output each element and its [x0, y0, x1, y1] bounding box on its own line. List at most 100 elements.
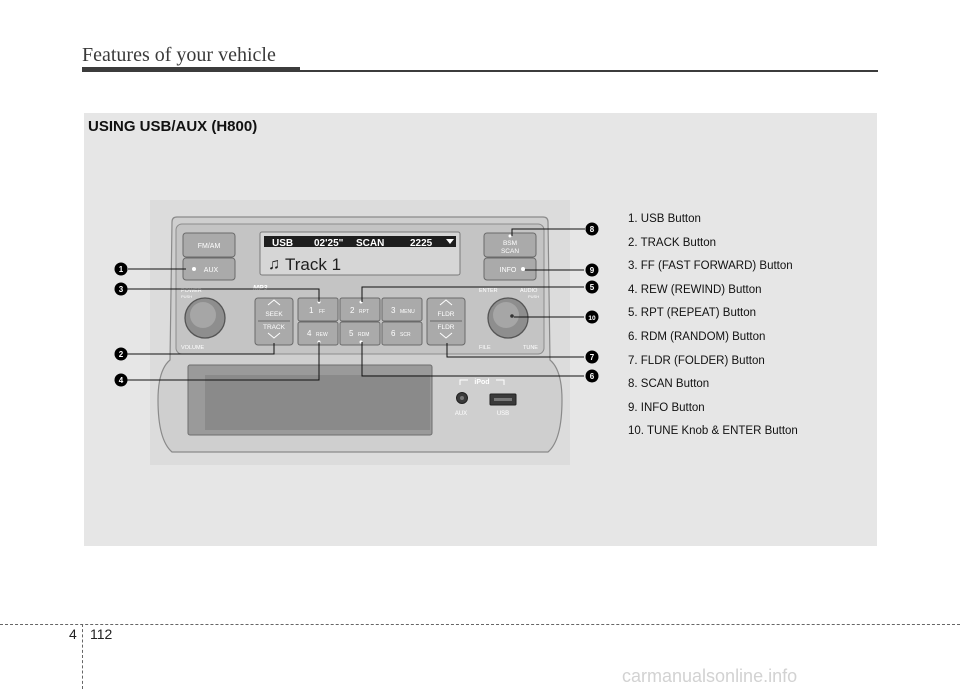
aux-indicator [192, 267, 196, 271]
preset-5-label: RDM [358, 332, 369, 338]
callout-6 [585, 369, 599, 383]
lcd-source: USB [272, 238, 293, 249]
seek-label: SEEK [265, 311, 283, 318]
preset-4-label: REW [316, 332, 328, 338]
preset-1-num: 1 [309, 306, 314, 315]
push-left-label: PUSH [181, 294, 192, 299]
scan-label: SCAN [501, 248, 519, 255]
callout-6-num: 6 [590, 372, 595, 381]
legend-item: 6. RDM (RANDOM) Button [628, 330, 766, 343]
folder-down-label: FLDR [438, 324, 455, 331]
volume-label: VOLUME [181, 345, 205, 351]
callout-5 [585, 280, 599, 294]
file-label: FILE [479, 345, 491, 351]
callout-1-num: 1 [119, 265, 124, 274]
scan-indicator [508, 234, 512, 238]
callout-5-num: 5 [590, 283, 595, 292]
seek-up-icon [267, 299, 281, 306]
button-legend-list: 1. USB Button 2. TRACK Button 3. FF (FAS… [628, 210, 798, 446]
folder-up-label: FLDR [438, 311, 455, 318]
leader-line-4 [127, 342, 320, 381]
scan-button[interactable] [483, 232, 537, 258]
preset-6-num: 6 [391, 329, 396, 338]
track-down-icon [267, 332, 281, 339]
callout-10-num: 10 [588, 315, 596, 322]
fm-am-label: FM/AM [198, 243, 221, 250]
page-header-title: Features of your vehicle [82, 44, 276, 66]
tune-knob-highlight [493, 302, 519, 328]
preset-1-label: FF [319, 309, 325, 315]
lcd-count: 2225 [410, 238, 433, 249]
preset-2-num: 2 [350, 306, 355, 315]
folder-down-icon [439, 332, 453, 339]
lcd-time: 02'25" [314, 238, 344, 249]
music-note-icon: ♫ [268, 256, 280, 273]
legend-item: 10. TUNE Knob & ENTER Button [628, 425, 798, 438]
legend-item: 1. USB Button [628, 213, 701, 225]
preset-6-scr-button[interactable] [381, 321, 423, 346]
leader-line-6 [361, 342, 584, 377]
tune-knob-dot [510, 314, 514, 318]
preset-2-rpt-button[interactable] [339, 297, 381, 322]
lcd-mode: SCAN [356, 238, 384, 249]
preset-2-label: RPT [359, 309, 369, 315]
aux-jack-hole [460, 396, 464, 400]
header-rule [300, 70, 878, 72]
preset-3-label: MENU [400, 309, 415, 315]
info-button[interactable] [483, 257, 537, 281]
info-indicator [521, 267, 525, 271]
folder-up-icon [439, 299, 453, 306]
callout-4-num: 4 [119, 376, 124, 385]
callout-8 [585, 222, 599, 236]
preset-4-rew-button[interactable] [297, 321, 339, 346]
legend-item: 7. FLDR (FOLDER) Button [628, 354, 765, 367]
usb-port-slot [494, 398, 512, 401]
preset-4-num: 4 [307, 329, 312, 338]
header-bar [82, 67, 300, 72]
callout-3 [114, 282, 128, 296]
push-right-label: PUSH [528, 294, 539, 299]
leader-line-8 [511, 228, 585, 236]
section-title: USING USB/AUX (H800) [88, 118, 258, 135]
callout-1 [114, 262, 128, 276]
callout-3-num: 3 [119, 285, 124, 294]
storage-tray-inner [205, 375, 430, 430]
callout-4 [114, 373, 128, 387]
callout-10 [585, 310, 599, 324]
callout-2 [114, 347, 128, 361]
preset-6-label: SCR [400, 332, 411, 338]
watermark: carmanualsonline.info [622, 666, 798, 686]
legend-item: 4. REW (REWIND) Button [628, 283, 762, 296]
callout-7 [585, 350, 599, 364]
tune-label: TUNE [523, 345, 538, 351]
page-number: 112 [90, 626, 113, 642]
leader-line-3 [127, 288, 320, 302]
footer-rule [0, 624, 960, 625]
callout-9-num: 9 [590, 266, 595, 275]
ipod-bracket [459, 379, 505, 385]
preset-3-menu-button[interactable] [381, 297, 423, 322]
legend-item: 2. TRACK Button [628, 236, 716, 249]
enter-label: ENTER [479, 288, 498, 294]
leader-line-2 [127, 343, 275, 355]
lcd-dropdown-icon [446, 239, 454, 244]
legend-item: 8. SCAN Button [628, 378, 710, 391]
aux-port-label: AUX [455, 411, 467, 417]
callout-2-num: 2 [119, 350, 124, 359]
legend-item: 5. RPT (REPEAT) Button [628, 307, 757, 320]
audio-label: AUDIO [520, 288, 538, 294]
volume-knob-highlight [190, 302, 216, 328]
info-label: INFO [500, 267, 517, 274]
legend-item: 3. FF (FAST FORWARD) Button [628, 260, 793, 273]
preset-5-rdm-button[interactable] [339, 321, 381, 346]
preset-5-num: 5 [349, 329, 354, 338]
legend-item: 9. INFO Button [628, 401, 705, 414]
leader-line-7 [446, 343, 584, 358]
usb-port-label: USB [497, 411, 509, 417]
lcd-track: Track 1 [285, 255, 341, 274]
fm-am-button[interactable] [182, 232, 236, 258]
callout-9 [585, 263, 599, 277]
preset-3-num: 3 [391, 306, 396, 315]
preset-1-ff-button[interactable] [297, 297, 339, 322]
track-label: TRACK [263, 324, 286, 331]
